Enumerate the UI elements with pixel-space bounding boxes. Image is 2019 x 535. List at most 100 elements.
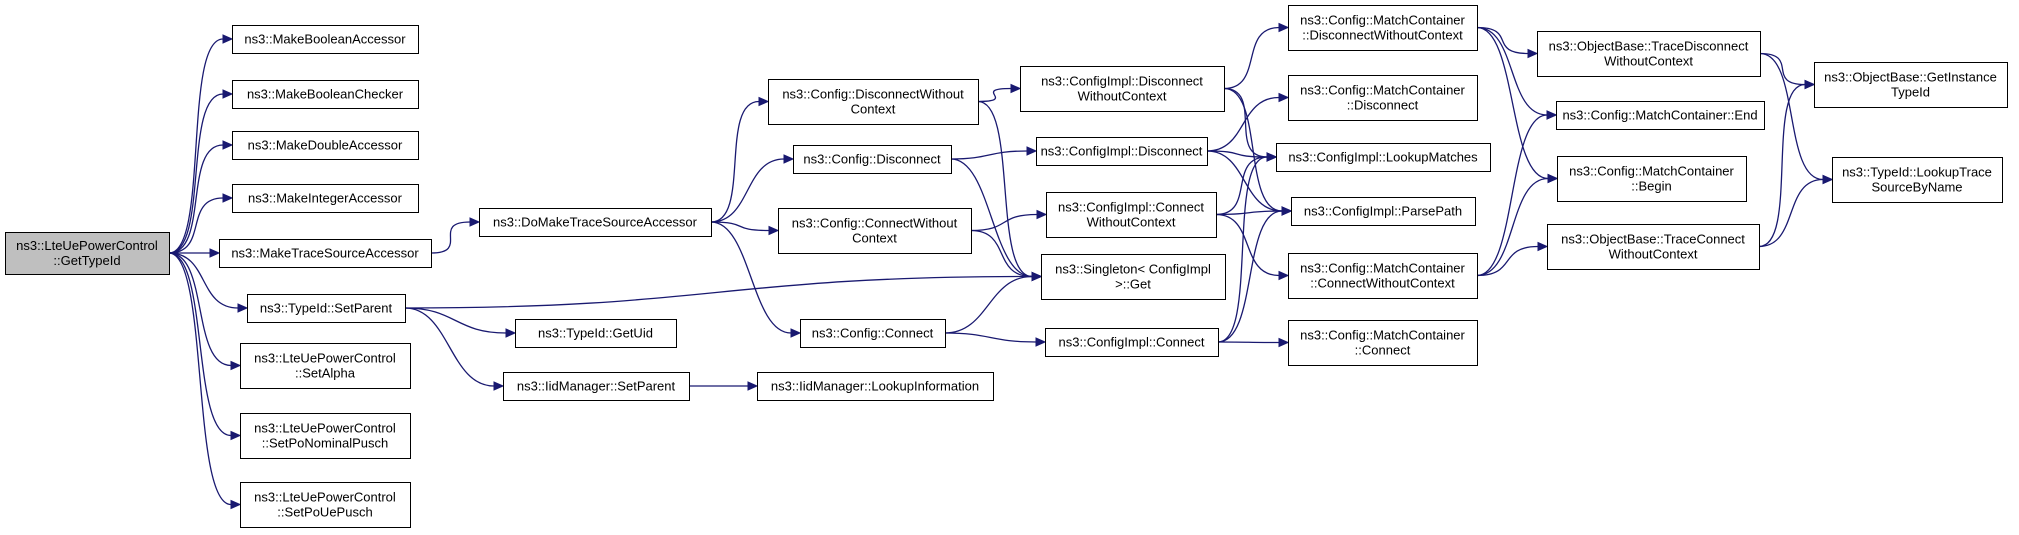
node-label: ::ConnectWithoutContext [1310,276,1455,291]
node-box [240,482,411,528]
edge-cicwc-to-lm [1215,156,1268,216]
node-cidwc[interactable]: ns3::ConfigImpl::DisconnectWithoutContex… [1020,66,1225,112]
arrowhead-cicwc-to-mccwc [1278,270,1290,281]
node-mcdis[interactable]: ns3::Config::MatchContainer::Disconnect [1288,75,1478,121]
edge-mcdwc-to-obtdwc [1476,26,1529,55]
node-mccon[interactable]: ns3::Config::MatchContainer::Connect [1288,320,1478,366]
node-box [793,145,952,174]
node-ccwc[interactable]: ns3::Config::ConnectWithoutContext [778,208,972,254]
node-box [1556,101,1765,130]
node-pp[interactable]: ns3::ConfigImpl::ParsePath [1291,197,1476,226]
node-box [1288,320,1478,366]
node-guid[interactable]: ns3::TypeId::GetUid [515,319,677,348]
edge-tsp-to-guid [404,307,507,334]
node-mba[interactable]: ns3::MakeBooleanAccessor [232,25,419,54]
arrowhead-root-to-mda [222,140,234,150]
node-mda[interactable]: ns3::MakeDoubleAccessor [232,131,419,160]
node-box [1288,253,1478,299]
node-sget[interactable]: ns3::Singleton< ConfigImpl >::Get [1041,254,1226,300]
node-mcend[interactable]: ns3::Config::MatchContainer::End [1556,101,1765,130]
node-obtcwc[interactable]: ns3::ObjectBase::TraceConnectWithoutCont… [1547,224,1760,270]
node-label: >::Get [1115,277,1151,292]
node-cdwc[interactable]: ns3::Config::DisconnectWithoutContext [768,79,979,125]
node-box [503,372,690,401]
arrowhead-cicon-to-pp [1281,206,1293,216]
arrowhead-ccon-to-cicon [1035,337,1047,347]
edge-obtcwc-to-obgit [1758,83,1806,248]
arrowhead-dmtsa-to-cdwc [758,96,770,107]
node-label: ns3::ConfigImpl::Disconnect [1041,144,1203,159]
node-box [219,239,432,268]
node-label: ns3::ObjectBase::TraceDisconnect [1549,39,1749,54]
node-label: ns3::MakeBooleanChecker [247,87,404,102]
node-label: ns3::LteUePowerControl [254,351,396,366]
arrowhead-mcdwc-to-obtdwc [1527,48,1539,59]
node-label: ::SetPoUePusch [277,505,372,520]
node-label: ns3::ObjectBase::TraceConnect [1561,232,1745,247]
node-label: WithoutContext [1078,89,1167,104]
arrowhead-root-to-mtsa [209,248,221,258]
node-obtdwc[interactable]: ns3::ObjectBase::TraceDisconnectWithoutC… [1537,31,1761,77]
node-box [232,25,419,54]
node-box [1832,157,2003,203]
edge-mccwc-to-mcend [1476,114,1548,277]
node-cdis[interactable]: ns3::Config::Disconnect [793,145,952,174]
node-label: Context [851,102,896,117]
arrowhead-mtsa-to-dmtsa [469,217,481,227]
node-mia[interactable]: ns3::MakeIntegerAccessor [232,184,419,213]
node-spn[interactable]: ns3::LteUePowerControl::SetPoNominalPusc… [240,413,411,459]
node-box [800,319,946,348]
arrowhead-root-to-sal [230,360,242,371]
node-cidis[interactable]: ns3::ConfigImpl::Disconnect [1036,137,1208,166]
node-mccwc[interactable]: ns3::Config::MatchContainer::ConnectWith… [1288,253,1478,299]
node-sal[interactable]: ns3::LteUePowerControl::SetAlpha [240,343,411,389]
arrowhead-dmtsa-to-ccon [790,328,802,338]
root-node: ns3::LteUePowerControl::GetTypeId [5,232,170,275]
arrowhead-obtcwc-to-tilts [1822,174,1834,185]
edge-dmtsa-to-ccon [710,221,792,334]
edge-root-to-sal [168,252,232,367]
node-label: ns3::MakeIntegerAccessor [248,191,403,206]
arrowhead-root-to-mia [222,193,234,203]
node-label: ns3::ConfigImpl::LookupMatches [1288,150,1478,165]
arrowhead-cdis-to-cidis [1026,146,1038,156]
node-label: ns3::Config::MatchContainer [1300,261,1465,276]
edge-root-to-tsp [168,252,239,309]
node-ccon[interactable]: ns3::Config::Connect [800,319,946,348]
edge-root-to-mba [168,38,224,254]
node-mcdwc[interactable]: ns3::Config::MatchContainer::DisconnectW… [1288,5,1478,51]
edge-ccwc-to-cicwc [970,213,1038,232]
node-mcbeg[interactable]: ns3::Config::MatchContainer::Begin [1557,156,1747,202]
node-mtsa[interactable]: ns3::MakeTraceSourceAccessor [219,239,432,268]
node-box [479,208,712,237]
arrowhead-cidis-to-mcdis [1278,92,1290,103]
edge-root-to-spu [168,252,232,506]
node-box [1291,197,1476,226]
node-label: ::DisconnectWithoutContext [1302,28,1463,43]
node-mbc[interactable]: ns3::MakeBooleanChecker [232,80,419,109]
node-dmtsa[interactable]: ns3::DoMakeTraceSourceAccessor [479,208,712,237]
node-imli[interactable]: ns3::IidManager::LookupInformation [757,372,994,401]
node-label: TypeId [1891,85,1930,100]
node-box [1041,254,1226,300]
node-lm[interactable]: ns3::ConfigImpl::LookupMatches [1276,143,1491,172]
node-label: ns3::LteUePowerControl [16,238,158,253]
node-spu[interactable]: ns3::LteUePowerControl::SetPoUePusch [240,482,411,528]
node-box [1045,328,1219,357]
node-imsp[interactable]: ns3::IidManager::SetParent [503,372,690,401]
node-cicon[interactable]: ns3::ConfigImpl::Connect [1045,328,1219,357]
arrowhead-root-to-mbc [222,89,234,99]
node-box [240,343,411,389]
node-cicwc[interactable]: ns3::ConfigImpl::ConnectWithoutContext [1046,192,1217,238]
node-label: ns3::ConfigImpl::ParsePath [1304,204,1462,219]
node-label: ns3::TypeId::GetUid [538,326,653,341]
node-label: ns3::MakeBooleanAccessor [244,32,406,47]
arrowhead-ccwc-to-cicwc [1036,209,1048,220]
node-label: WithoutContext [1609,247,1698,262]
node-label: ns3::MakeTraceSourceAccessor [231,246,419,261]
node-tsp[interactable]: ns3::TypeId::SetParent [247,294,406,323]
edge-obtcwc-to-tilts [1758,178,1824,248]
edge-cdwc-to-sget [977,100,1033,278]
